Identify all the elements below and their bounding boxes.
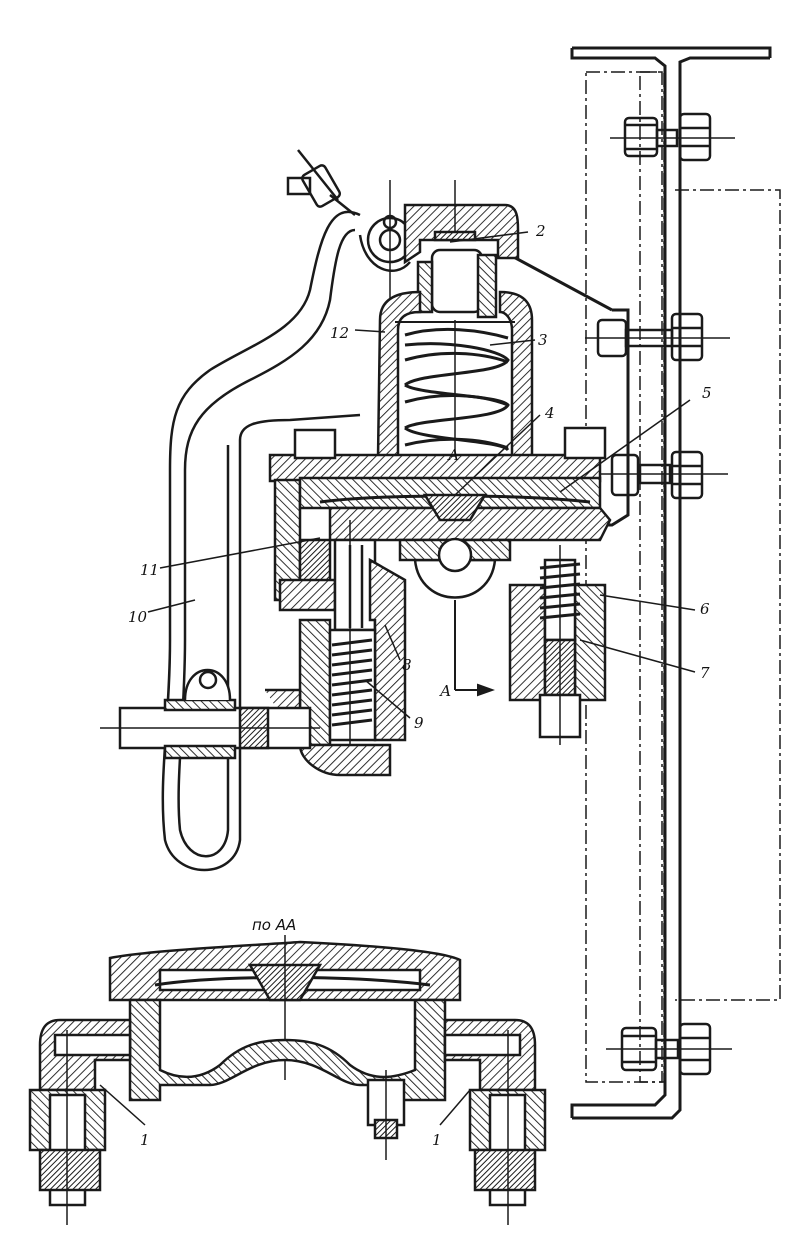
label-10: 10 bbox=[128, 608, 148, 626]
section-arrow bbox=[454, 600, 495, 697]
lower-section bbox=[28, 935, 547, 1225]
lever-arm bbox=[161, 210, 361, 872]
left-valve bbox=[278, 520, 407, 760]
frame-bolt-4 bbox=[606, 1022, 732, 1076]
label-9: 9 bbox=[414, 714, 424, 732]
label-12: 12 bbox=[330, 324, 349, 342]
section-mark-upper: А bbox=[447, 446, 459, 464]
frame-bolt-1 bbox=[610, 112, 735, 162]
label-1-right: 1 bbox=[432, 1131, 442, 1149]
spring bbox=[404, 327, 510, 452]
right-valve bbox=[508, 545, 607, 745]
frame-bolt-2 bbox=[585, 312, 730, 362]
label-4: 4 bbox=[544, 404, 555, 422]
label-3: 3 bbox=[538, 331, 548, 349]
label-11: 11 bbox=[140, 561, 159, 579]
mounting-frame bbox=[570, 46, 781, 1120]
grease-nipple bbox=[286, 149, 356, 216]
section-title: по АА bbox=[252, 916, 296, 934]
leader-lines bbox=[99, 231, 696, 1126]
label-7: 7 bbox=[700, 664, 710, 682]
label-8: 8 bbox=[402, 656, 412, 674]
section-mark-lower: А bbox=[439, 682, 451, 700]
frame-bolt-3 bbox=[598, 450, 728, 500]
callout-labels: 2 3 4 5 6 7 8 9 10 11 12 1 1 А А по АА bbox=[128, 222, 712, 1149]
label-2: 2 bbox=[535, 222, 546, 240]
pivot bbox=[358, 180, 414, 300]
upper-section bbox=[100, 149, 612, 872]
inlet-pipe bbox=[100, 668, 392, 777]
plunger bbox=[416, 230, 498, 319]
label-1-left: 1 bbox=[140, 1131, 150, 1149]
label-5: 5 bbox=[702, 384, 712, 402]
label-6: 6 bbox=[700, 600, 710, 618]
